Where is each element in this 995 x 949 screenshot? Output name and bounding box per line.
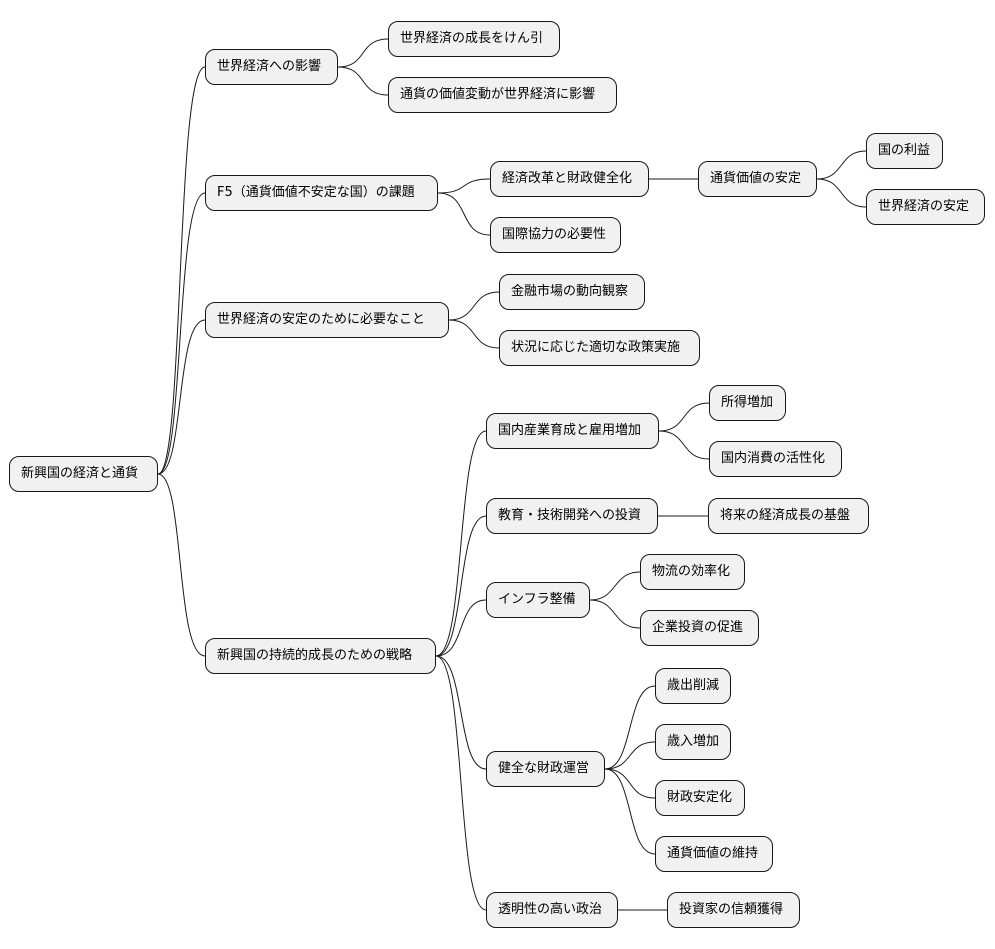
branch-stability-requirements: 世界経済の安定のために必要なこと: [205, 302, 449, 338]
node-currency-value-maintenance: 通貨価値の維持: [655, 836, 773, 872]
node-revenue-increase: 歳入増加: [655, 724, 731, 760]
node-logistics-efficiency: 物流の効率化: [640, 554, 745, 590]
node-national-interest: 国の利益: [866, 133, 943, 169]
node-driving-world-growth: 世界経済の成長をけん引: [388, 21, 560, 57]
node-fiscal-stabilization: 財政安定化: [655, 780, 745, 816]
node-international-cooperation: 国際協力の必要性: [490, 217, 621, 253]
node-market-monitoring: 金融市場の動向観察: [499, 274, 645, 310]
node-sound-fiscal-management: 健全な財政運営: [486, 751, 605, 787]
root-node: 新興国の経済と通貨: [9, 456, 158, 492]
node-infrastructure: インフラ整備: [486, 582, 590, 618]
node-world-economy-stability: 世界経済の安定: [866, 189, 985, 225]
node-education-tech-investment: 教育・技術開発への投資: [486, 498, 658, 534]
branch-sustainable-growth-strategy: 新興国の持続的成長のための戦略: [205, 638, 436, 674]
node-investor-trust: 投資家の信頼獲得: [667, 892, 800, 928]
node-currency-stability: 通貨価値の安定: [698, 161, 817, 197]
node-industry-employment: 国内産業育成と雇用増加: [486, 413, 659, 449]
branch-f5-challenges: F5（通貨価値不安定な国）の課題: [205, 175, 438, 211]
node-future-growth-foundation: 将来の経済成長の基盤: [708, 498, 869, 534]
node-transparent-politics: 透明性の高い政治: [486, 892, 618, 928]
branch-world-economy-impact: 世界経済への影響: [205, 49, 338, 85]
node-income-increase: 所得増加: [709, 385, 786, 421]
node-domestic-consumption: 国内消費の活性化: [709, 441, 842, 477]
node-corporate-investment: 企業投資の促進: [640, 610, 759, 646]
node-economic-reform: 経済改革と財政健全化: [490, 161, 649, 197]
node-appropriate-policy: 状況に応じた適切な政策実施: [499, 330, 700, 366]
node-currency-value-fluctuation: 通貨の価値変動が世界経済に影響: [388, 77, 617, 113]
node-spending-cuts: 歳出削減: [655, 668, 731, 704]
